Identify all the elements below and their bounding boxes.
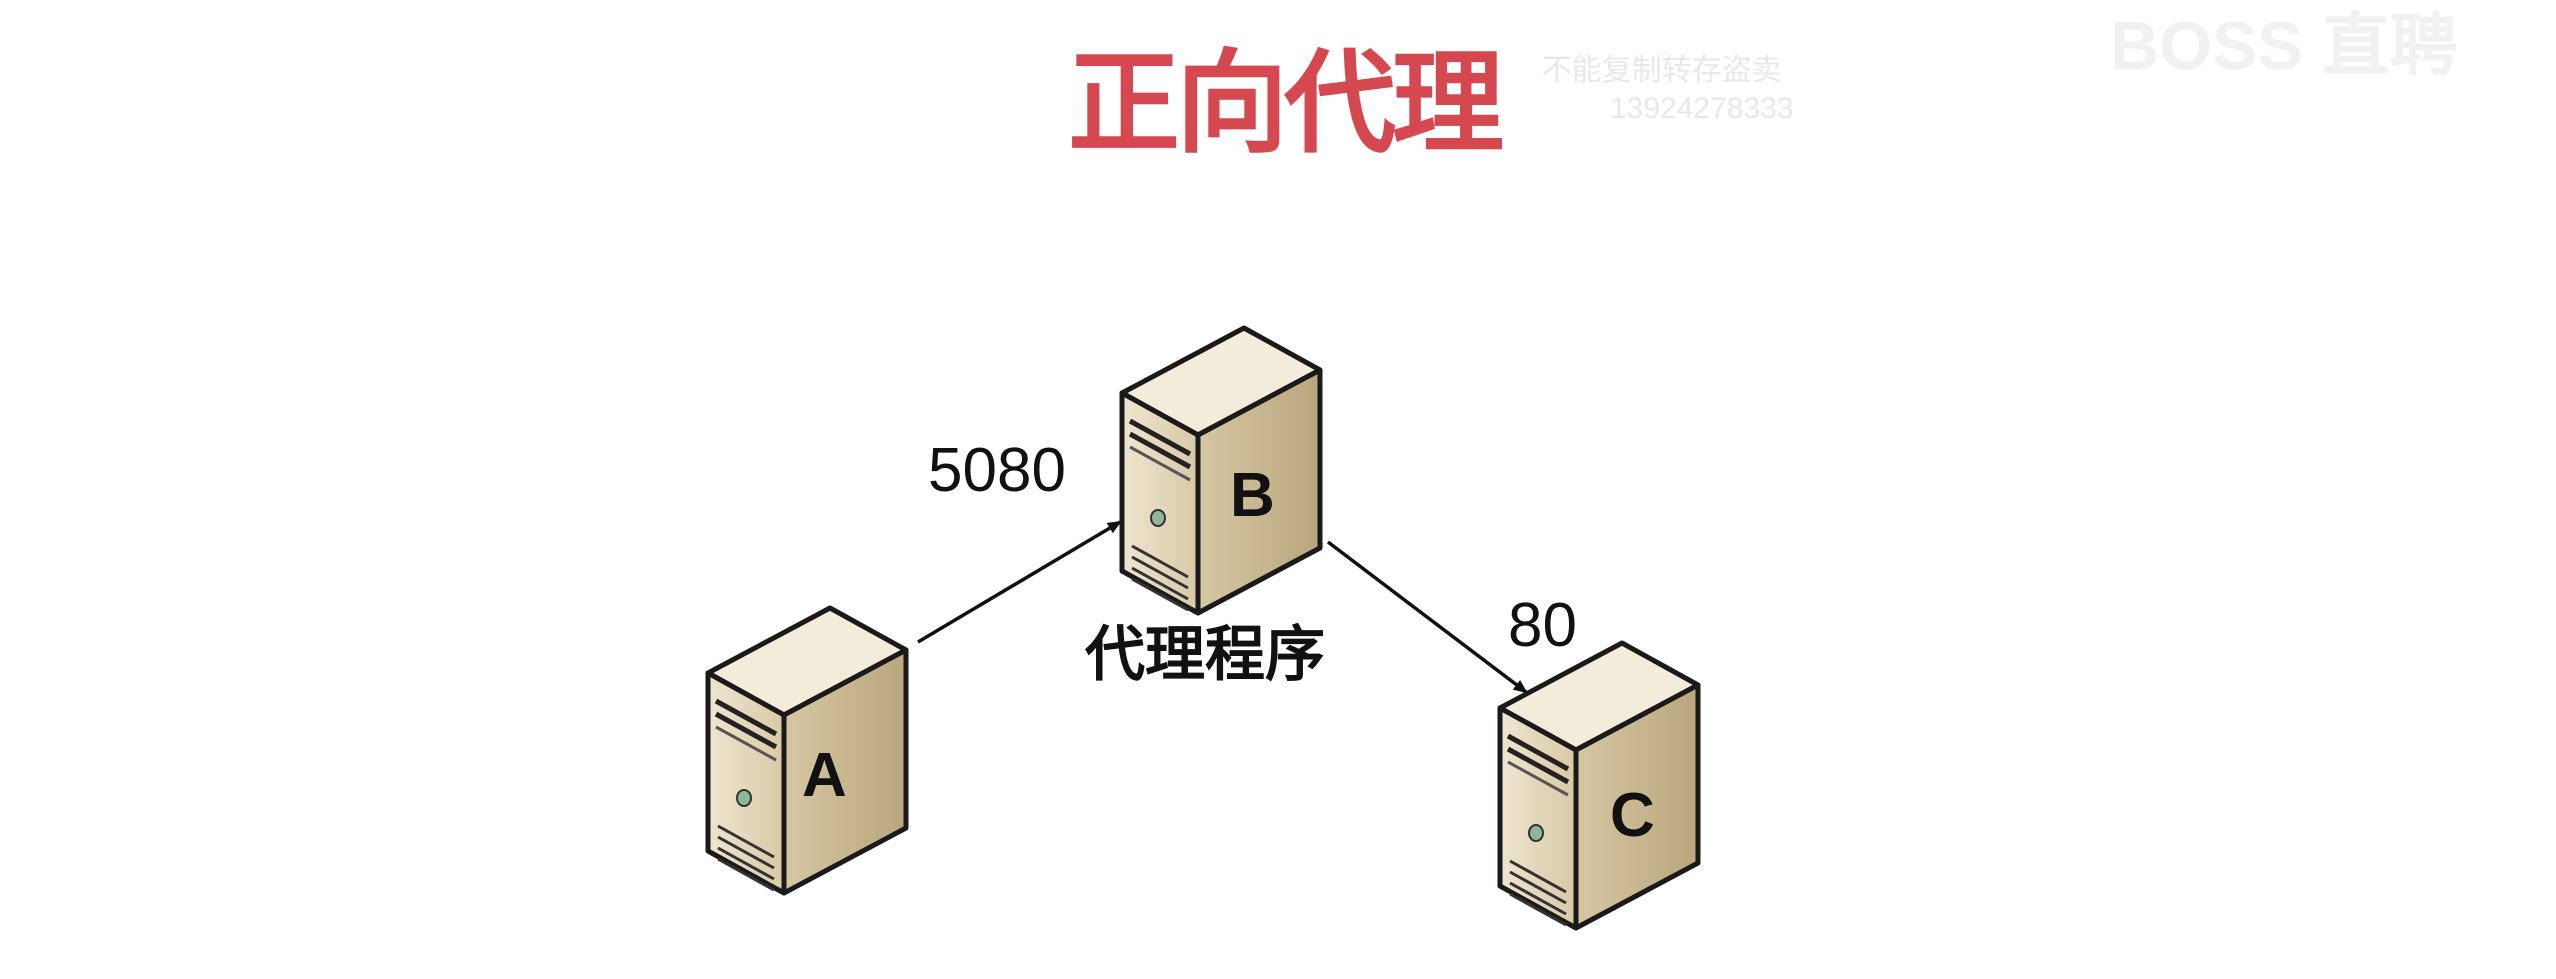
watermark-line-1: 不能复制转存盗卖 — [1541, 54, 1782, 87]
server-b-label: B — [1230, 461, 1275, 530]
port-label-b: 5080 — [928, 436, 1066, 505]
port-label-c: 80 — [1508, 591, 1577, 660]
corner-watermark: BOSS 直聘 — [2110, 8, 2458, 84]
watermark-line-2: 13924278333 — [1610, 92, 1794, 125]
server-a-label: A — [802, 741, 847, 810]
server-b-icon — [1122, 328, 1320, 613]
edge-a-to-b — [917, 520, 1122, 644]
proxy-program-label: 代理程序 — [1085, 621, 1325, 688]
server-c-icon — [1500, 643, 1698, 928]
edge-b-to-c — [1326, 540, 1528, 694]
server-c-label: C — [1610, 781, 1655, 850]
watermark: 不能复制转存盗卖 13924278333 — [1530, 52, 1794, 128]
slide-title: 正向代理 — [1068, 39, 1504, 169]
